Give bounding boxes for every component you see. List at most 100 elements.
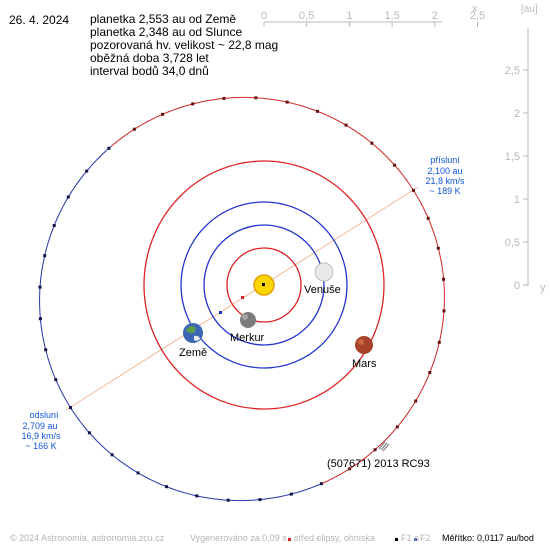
asteroid-orbit-segment bbox=[88, 165, 92, 169]
orbit-point bbox=[226, 498, 230, 502]
asteroid-orbit-segment bbox=[424, 211, 428, 216]
asteroid-orbit-segment bbox=[360, 134, 364, 138]
asteroid-orbit-segment bbox=[213, 98, 218, 101]
asteroid-orbit-segment bbox=[75, 416, 79, 420]
asteroid-orbit-segment bbox=[376, 147, 381, 151]
x-tick-label: 0 bbox=[261, 10, 267, 22]
asteroid-orbit-segment bbox=[182, 105, 187, 108]
y-tick-label: 0 bbox=[514, 280, 520, 292]
orbit-point bbox=[344, 123, 348, 127]
asteroid-orbit-segment bbox=[50, 231, 53, 236]
asteroid-orbit-segment bbox=[340, 472, 344, 475]
asteroid-orbit-segment bbox=[423, 208, 426, 213]
asteroid-orbit-segment bbox=[195, 101, 200, 104]
asteroid-orbit-segment bbox=[62, 395, 66, 399]
asteroid-orbit-segment bbox=[387, 157, 391, 161]
x-tick-label: 2 bbox=[432, 10, 438, 22]
asteroid-orbit-segment bbox=[330, 116, 334, 119]
asteroid-orbit-segment bbox=[114, 456, 118, 460]
asteroid-orbit-segment bbox=[49, 363, 52, 367]
asteroid-orbit-segment bbox=[269, 98, 274, 101]
asteroid-orbit-segment bbox=[185, 104, 190, 107]
asteroid-orbit-segment bbox=[56, 382, 60, 387]
asteroid-orbit-segment bbox=[330, 477, 335, 480]
orbit-point bbox=[316, 109, 319, 113]
asteroid-orbit-segment bbox=[351, 128, 356, 132]
info-line: interval bodů 34,0 dnů bbox=[90, 64, 209, 78]
asteroid-orbit-segment bbox=[153, 480, 158, 484]
orbit-point bbox=[38, 285, 42, 289]
asteroid-orbit-segment bbox=[82, 424, 86, 428]
asteroid-orbit-segment bbox=[120, 460, 124, 464]
asteroid-orbit-segment bbox=[101, 445, 105, 449]
asteroid-orbit-segment bbox=[323, 113, 328, 116]
orbit-point bbox=[161, 112, 165, 116]
asteroid-orbit-segment bbox=[360, 458, 365, 462]
asteroid-label: (507671) 2013 RC93 bbox=[327, 458, 430, 470]
asteroid-orbit-segment bbox=[374, 145, 378, 149]
asteroid-orbit-segment bbox=[41, 332, 44, 337]
orbit-point bbox=[254, 96, 258, 100]
asteroid-orbit-segment bbox=[297, 104, 302, 107]
mercury-icon bbox=[240, 312, 256, 328]
asteroid-orbit-segment bbox=[418, 391, 422, 396]
asteroid-orbit-segment bbox=[431, 362, 434, 367]
orbit-point bbox=[132, 127, 136, 131]
orbit-point bbox=[54, 378, 58, 382]
orbit-point bbox=[393, 163, 397, 167]
asteroid-orbit-segment bbox=[348, 126, 353, 130]
asteroid-orbit-segment bbox=[440, 331, 442, 336]
perihelion-distance: 2,100 au bbox=[427, 166, 462, 176]
orbit-point bbox=[414, 399, 418, 403]
asteroid-orbit-segment bbox=[358, 460, 362, 464]
venus-label: Venuše bbox=[304, 284, 341, 296]
asteroid-orbit-segment bbox=[276, 99, 281, 102]
asteroid-orbit-segment bbox=[152, 116, 157, 120]
asteroid-orbit-segment bbox=[337, 473, 341, 477]
orbit-point bbox=[136, 471, 140, 475]
orbit-point bbox=[258, 498, 262, 502]
orbit-point bbox=[222, 96, 226, 100]
asteroid-orbit-segment bbox=[57, 212, 61, 217]
asteroid-orbit-segment bbox=[439, 254, 442, 259]
asteroid-orbit-segment bbox=[209, 99, 214, 101]
asteroid-orbit-segment bbox=[95, 157, 99, 161]
x-tick-label: 0,5 bbox=[299, 10, 314, 22]
asteroid-orbit-segment bbox=[159, 483, 164, 486]
orbit-point bbox=[395, 425, 399, 429]
scale-text: Měřítko: 0,0117 au/bod bbox=[442, 533, 534, 543]
orbit-point bbox=[442, 309, 446, 313]
orbit-point bbox=[442, 277, 446, 281]
asteroid-orbit-segment bbox=[430, 365, 433, 370]
y-tick-label: 1 bbox=[514, 194, 520, 206]
asteroid-orbit-segment bbox=[96, 440, 100, 444]
asteroid-orbit-segment bbox=[440, 258, 442, 262]
sun-icon bbox=[253, 274, 275, 296]
asteroid-position-icon bbox=[378, 441, 390, 452]
asteroid-orbit-segment bbox=[377, 444, 381, 448]
asteroid-orbit-segment bbox=[48, 359, 51, 364]
asteroid-orbit-segment bbox=[48, 235, 51, 239]
asteroid-orbit-segment bbox=[308, 487, 312, 490]
orbit-point bbox=[38, 317, 42, 321]
copyright-text: © 2024 Astronomia, astronomia.zcu.cz bbox=[10, 533, 165, 543]
asteroid-orbit-segment bbox=[420, 202, 423, 206]
orbit-point bbox=[436, 246, 440, 250]
asteroid-orbit-segment bbox=[207, 497, 211, 499]
legend-f2-text: F2 bbox=[420, 533, 431, 543]
asteroid-orbit-segment bbox=[438, 251, 441, 256]
asteroid-orbit-segment bbox=[47, 238, 50, 243]
generated-text: Vygenerováno za 0,09 s bbox=[190, 533, 287, 543]
orbit-point bbox=[348, 467, 352, 471]
asteroid-orbit-segment bbox=[91, 435, 95, 439]
asteroid-orbit-segment bbox=[270, 497, 275, 499]
orbit-point bbox=[428, 371, 432, 374]
orbit-point bbox=[426, 216, 430, 220]
y-ticks: 2,521,510,50 bbox=[505, 65, 528, 292]
asteroid-orbit-segment bbox=[50, 366, 53, 371]
asteroid-orbit-segment bbox=[327, 478, 332, 482]
asteroid-orbit-segment bbox=[64, 199, 67, 204]
asteroid-orbit-segment bbox=[366, 453, 371, 457]
asteroid-orbit-segment bbox=[436, 241, 438, 245]
